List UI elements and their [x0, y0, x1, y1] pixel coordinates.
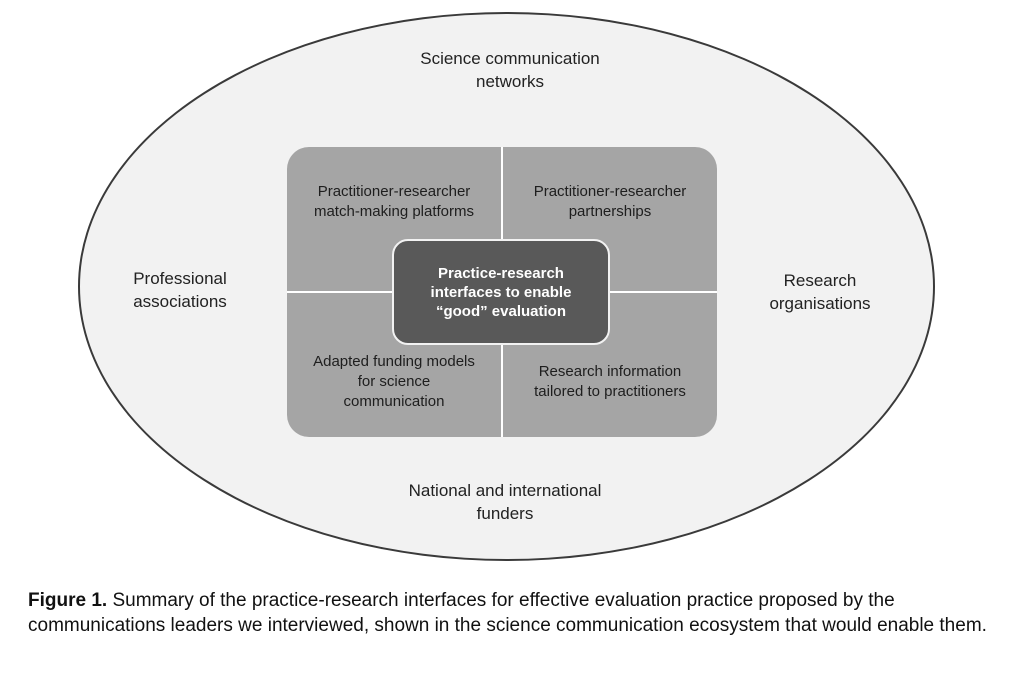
quadrant-line: Practitioner-researcher	[317, 183, 471, 200]
center-line: interfaces to enable	[430, 283, 572, 301]
center-box: Practice-research interfaces to enable “…	[392, 239, 610, 345]
label-professional-associations: Professional associations	[100, 267, 260, 313]
label-line: associations	[133, 292, 227, 311]
label-funders: National and international funders	[370, 479, 640, 525]
interfaces-grid: Practitioner-researcher match-making plat…	[287, 147, 717, 437]
quadrant-line: tailored to practitioners	[534, 383, 686, 400]
label-science-communication-networks: Science communication networks	[380, 47, 640, 93]
quadrant-line: communication	[343, 393, 445, 410]
quadrant-line: Adapted funding models	[313, 353, 475, 370]
quadrant-line: for science	[357, 373, 431, 390]
center-line: “good” evaluation	[435, 302, 566, 320]
label-line: organisations	[769, 294, 871, 313]
quadrant-line: partnerships	[568, 203, 652, 220]
caption-label: Figure 1.	[28, 590, 108, 611]
center-line: Practice-research	[438, 264, 564, 282]
quadrant-line: Research information	[538, 363, 682, 380]
label-line: Science communication	[420, 49, 600, 68]
label-line: funders	[476, 504, 534, 523]
label-line: networks	[475, 72, 545, 91]
label-line: National and international	[408, 481, 602, 500]
label-research-organisations: Research organisations	[745, 269, 895, 315]
figure-caption: Figure 1. Summary of the practice-resear…	[28, 588, 998, 638]
label-line: Professional	[133, 269, 227, 288]
label-line: Research	[783, 271, 857, 290]
quadrant-line: match-making platforms	[313, 203, 475, 220]
quadrant-line: Practitioner-researcher	[533, 183, 687, 200]
caption-text: Summary of the practice-research interfa…	[28, 590, 987, 636]
